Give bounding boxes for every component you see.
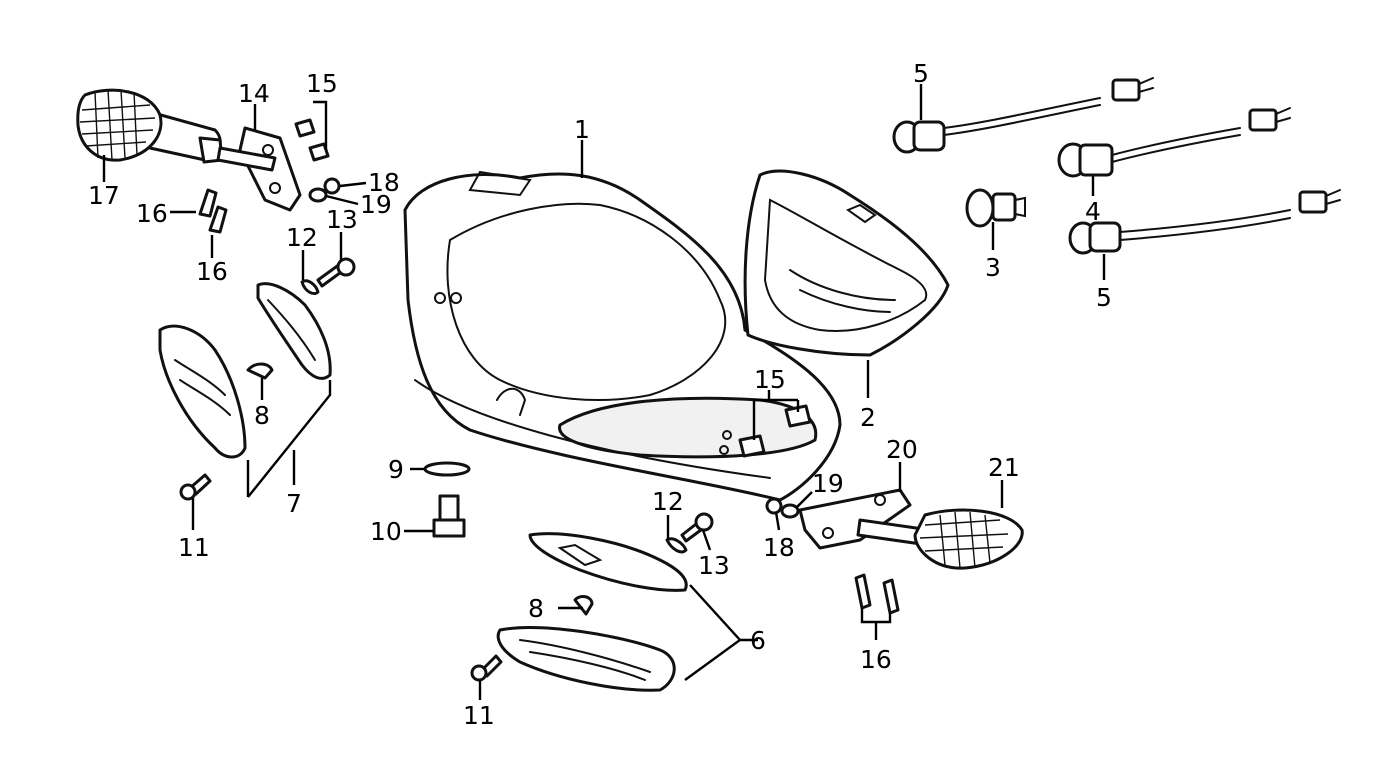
part-20-right-bracket xyxy=(798,488,932,550)
callout-15-center: 15 xyxy=(754,365,786,394)
callout-20: 20 xyxy=(886,435,918,464)
part-1-rear-cowl xyxy=(403,170,842,502)
part-18-19-nut-washer-right xyxy=(765,497,800,519)
part-5-socket-harness-bottom xyxy=(1068,189,1341,255)
callout-6: 6 xyxy=(750,626,766,655)
callout-16-right: 16 xyxy=(860,645,892,674)
callout-13-center: 13 xyxy=(698,551,730,580)
callout-11-left: 11 xyxy=(178,533,210,562)
callout-2: 2 xyxy=(860,403,876,432)
callout-18-left: 18 xyxy=(368,168,400,197)
callout-21: 21 xyxy=(988,453,1020,482)
callout-8-left: 8 xyxy=(254,401,270,430)
part-9-washer xyxy=(423,461,471,477)
callout-5-top: 5 xyxy=(913,59,929,88)
callout-11-bottom: 11 xyxy=(463,701,495,730)
part-6-rear-reflector-set xyxy=(496,532,688,692)
callout-10: 10 xyxy=(370,517,402,546)
part-10-bolt xyxy=(432,494,466,538)
callout-15-top: 15 xyxy=(306,69,338,98)
part-7-left-reflector-set xyxy=(158,282,332,459)
leader-lines xyxy=(102,84,1106,700)
callout-4: 4 xyxy=(1085,197,1101,226)
part-12-13-clip-screw-left xyxy=(300,257,356,296)
part-4-socket xyxy=(1057,107,1291,178)
callout-16-left: 16 xyxy=(136,199,168,228)
part-18-19-nut-washer-left xyxy=(308,177,341,203)
part-15-clips-center xyxy=(738,404,812,458)
part-16-screws-left xyxy=(198,188,228,234)
callout-18-right: 18 xyxy=(763,533,795,562)
callout-5-bottom: 5 xyxy=(1096,283,1112,312)
callout-17: 17 xyxy=(88,181,120,210)
callout-19-right: 19 xyxy=(812,469,844,498)
part-17-left-turn-signal xyxy=(76,88,224,164)
callout-labels: 1 2 3 4 5 5 6 7 8 8 9 10 11 11 12 12 13 … xyxy=(88,59,1112,730)
part-21-right-turn-signal xyxy=(913,508,1024,570)
part-3-bulb xyxy=(965,188,1026,228)
callout-3: 3 xyxy=(985,253,1001,282)
part-16-screws-right xyxy=(854,573,900,615)
part-12-13-clip-screw-center xyxy=(665,512,714,554)
callout-14: 14 xyxy=(238,79,270,108)
part-5-socket-harness-top xyxy=(892,77,1154,154)
part-11-screw-bottom xyxy=(470,654,503,682)
callout-9: 9 xyxy=(388,455,404,484)
part-14-left-bracket xyxy=(216,126,302,212)
callout-8-bottom: 8 xyxy=(528,594,544,623)
callout-16-left-lower: 16 xyxy=(196,257,228,286)
callout-1: 1 xyxy=(574,115,590,144)
callout-12-left: 12 xyxy=(286,223,318,252)
part-11-screw-left xyxy=(179,473,212,501)
callout-12-center: 12 xyxy=(652,487,684,516)
part-2-tail-lamp xyxy=(743,169,950,357)
callout-19-left: 19 xyxy=(360,190,392,219)
callout-7: 7 xyxy=(286,489,302,518)
callout-13-left: 13 xyxy=(326,205,358,234)
part-15-clips-top xyxy=(294,118,330,162)
